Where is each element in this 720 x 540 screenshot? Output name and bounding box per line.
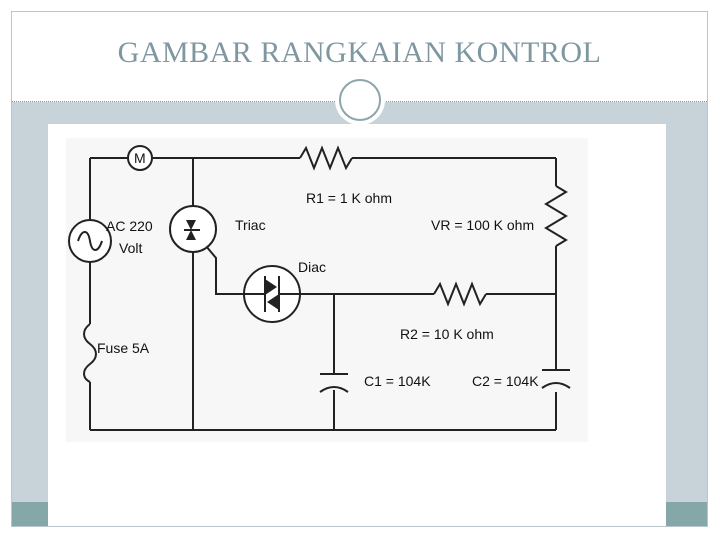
c2-symbol — [541, 369, 571, 389]
diagram-background — [66, 138, 588, 442]
circle-ornament-icon — [335, 75, 385, 125]
motor-label: M — [134, 150, 146, 166]
c1-label: C1 = 104K — [364, 373, 431, 389]
triac-symbol — [169, 205, 217, 253]
vr-label: VR = 100 K ohm — [431, 217, 534, 233]
diac-symbol — [243, 265, 301, 323]
r2-label: R2 = 10 K ohm — [400, 326, 494, 342]
r1-label: R1 = 1 K ohm — [306, 190, 392, 206]
source-label-unit: Volt — [119, 240, 142, 256]
source-label-voltage: AC 220 — [106, 218, 153, 234]
diac-label: Diac — [298, 259, 326, 275]
motor-symbol: M — [127, 145, 153, 171]
slide-title: GAMBAR RANGKAIAN KONTROL — [117, 36, 602, 69]
ac-source-symbol — [68, 219, 112, 263]
c1-symbol — [319, 373, 349, 393]
c2-label: C2 = 104K — [472, 373, 539, 389]
wires — [83, 145, 568, 431]
fuse-label: Fuse 5A — [97, 340, 150, 356]
triac-label: Triac — [235, 217, 266, 233]
circuit-diagram: M AC 220 Volt Fuse 5A Triac Di — [66, 138, 588, 442]
content-area: M AC 220 Volt Fuse 5A Triac Di — [48, 124, 666, 526]
